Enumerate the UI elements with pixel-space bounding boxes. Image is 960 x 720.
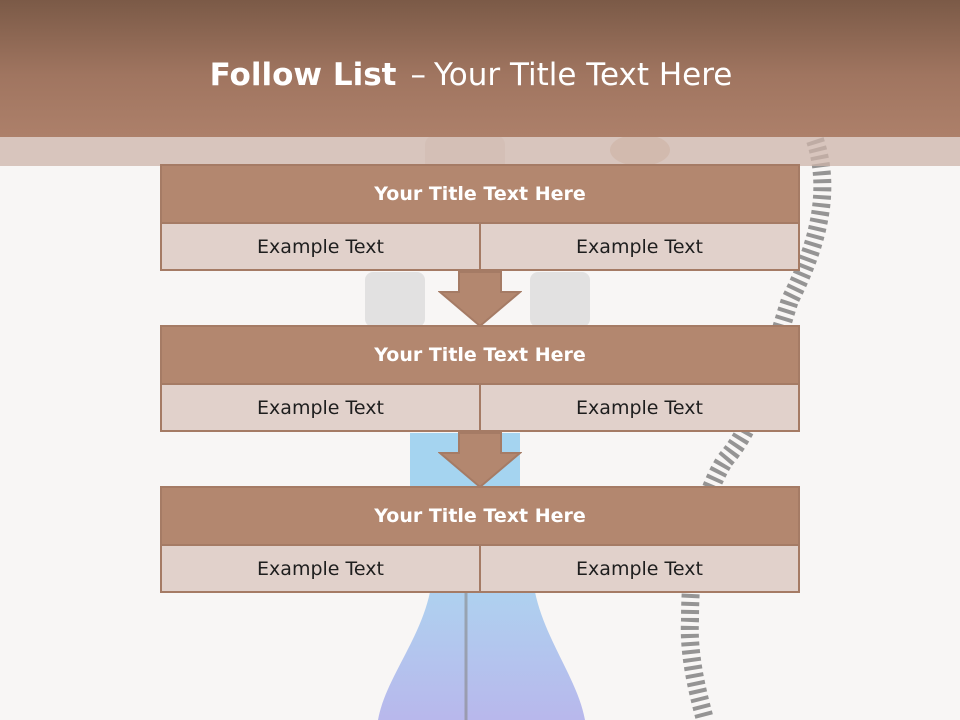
title-strong: Follow List: [209, 57, 397, 93]
block-cell-left: Example Text: [162, 385, 479, 430]
block-heading: Your Title Text Here: [162, 327, 798, 385]
banner-stripe: [0, 137, 960, 166]
title-banner: [0, 0, 960, 137]
block-heading: Your Title Text Here: [162, 488, 798, 546]
list-block-3: Your Title Text Here Example Text Exampl…: [160, 486, 800, 593]
block-heading: Your Title Text Here: [162, 166, 798, 224]
down-arrow-icon: [438, 432, 522, 489]
block-cell-left: Example Text: [162, 546, 479, 591]
block-cell-right: Example Text: [479, 224, 798, 269]
list-block-2: Your Title Text Here Example Text Exampl…: [160, 325, 800, 432]
block-cell-right: Example Text: [479, 546, 798, 591]
title-dash: –: [410, 57, 426, 93]
block-cell-right: Example Text: [479, 385, 798, 430]
slide-title: Follow List–Your Title Text Here: [0, 55, 942, 95]
title-rest: Your Title Text Here: [433, 57, 733, 93]
list-block-1: Your Title Text Here Example Text Exampl…: [160, 164, 800, 271]
down-arrow-icon: [438, 271, 522, 328]
block-cell-left: Example Text: [162, 224, 479, 269]
